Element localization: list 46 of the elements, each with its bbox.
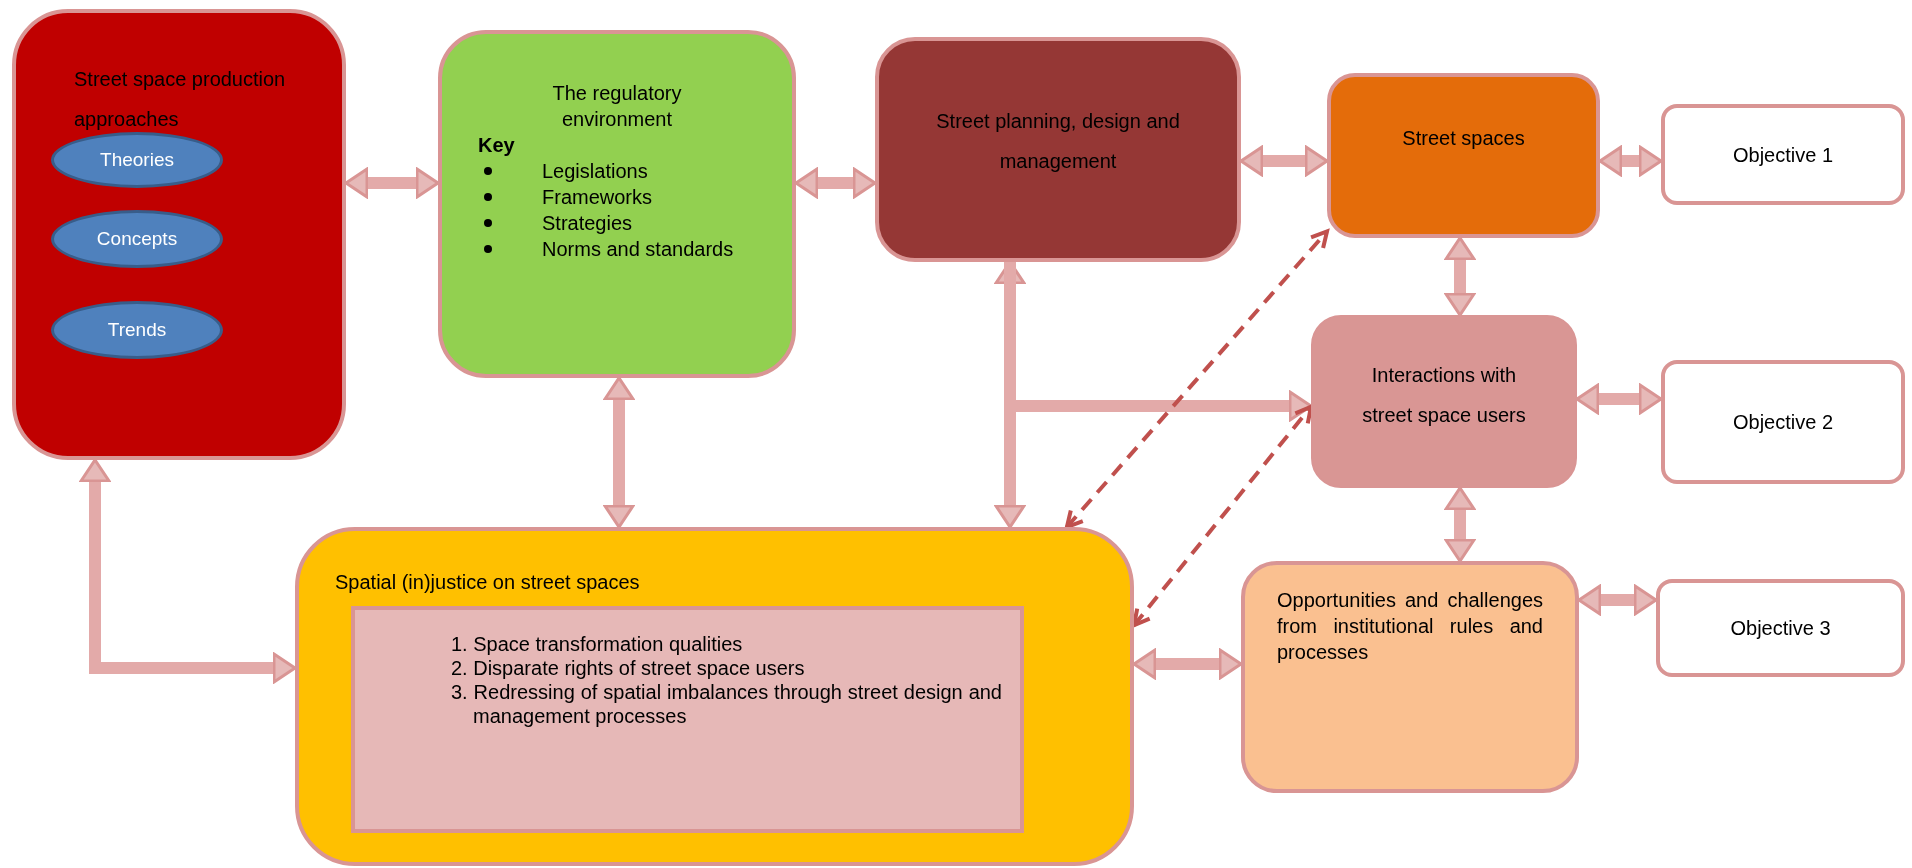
box-title: The regulatory environment xyxy=(551,81,683,132)
block-arrow xyxy=(1575,383,1663,415)
block-arrow xyxy=(344,167,440,199)
box-label: Objective 1 xyxy=(1732,142,1834,168)
dashed-arrow xyxy=(1132,404,1313,628)
bullet-item: Legislations xyxy=(542,159,648,184)
box-label: Street spaces xyxy=(1401,126,1526,151)
block-arrow xyxy=(794,167,877,199)
bullet-item: Strategies xyxy=(542,211,633,236)
block-arrow xyxy=(603,376,635,529)
bullet-item: Norms and standards xyxy=(542,237,734,262)
process-box xyxy=(1241,561,1579,793)
block-arrow xyxy=(1444,236,1476,317)
process-box xyxy=(295,527,1134,866)
block-arrow xyxy=(1239,145,1329,177)
process-box xyxy=(12,9,346,460)
list-item: 3. Redressing of spatial imbalances through street design and management processes xyxy=(451,680,1002,728)
box-label: Interactions with street space users xyxy=(1361,363,1527,428)
process-box xyxy=(875,37,1241,262)
process-box xyxy=(438,30,796,378)
block-arrow xyxy=(1132,648,1243,680)
bullet-item: Frameworks xyxy=(542,185,652,210)
box-label: Street space production approaches xyxy=(74,67,287,132)
dashed-arrow xyxy=(1064,229,1329,529)
list-item: 1. Space transformation qualities xyxy=(451,632,744,656)
objective-box xyxy=(1661,360,1905,484)
list-item: 2. Disparate rights of street space users xyxy=(451,656,806,680)
box-label: Street planning, design and management xyxy=(935,109,1181,174)
objective-box xyxy=(1661,104,1905,205)
box-label: Objective 3 xyxy=(1730,616,1831,641)
box-label: Concepts xyxy=(96,227,178,251)
inner-box xyxy=(351,606,1024,833)
block-arrow xyxy=(1444,486,1476,563)
key-heading: Key xyxy=(478,133,515,158)
block-arrow xyxy=(1577,584,1658,616)
box-label: Theories xyxy=(100,148,174,172)
process-box xyxy=(1327,73,1600,238)
box-label: Spatial (in)justice on street spaces xyxy=(335,570,641,595)
block-arrow xyxy=(79,458,297,684)
block-arrow xyxy=(1004,262,1313,422)
process-box xyxy=(1311,315,1577,488)
box-label: Opportunities and challenges from institutional rules and processes xyxy=(1277,588,1543,665)
objective-box xyxy=(1656,579,1905,677)
box-label: Trends xyxy=(107,318,167,342)
block-arrow xyxy=(1598,145,1663,177)
box-label: Objective 2 xyxy=(1732,410,1834,435)
